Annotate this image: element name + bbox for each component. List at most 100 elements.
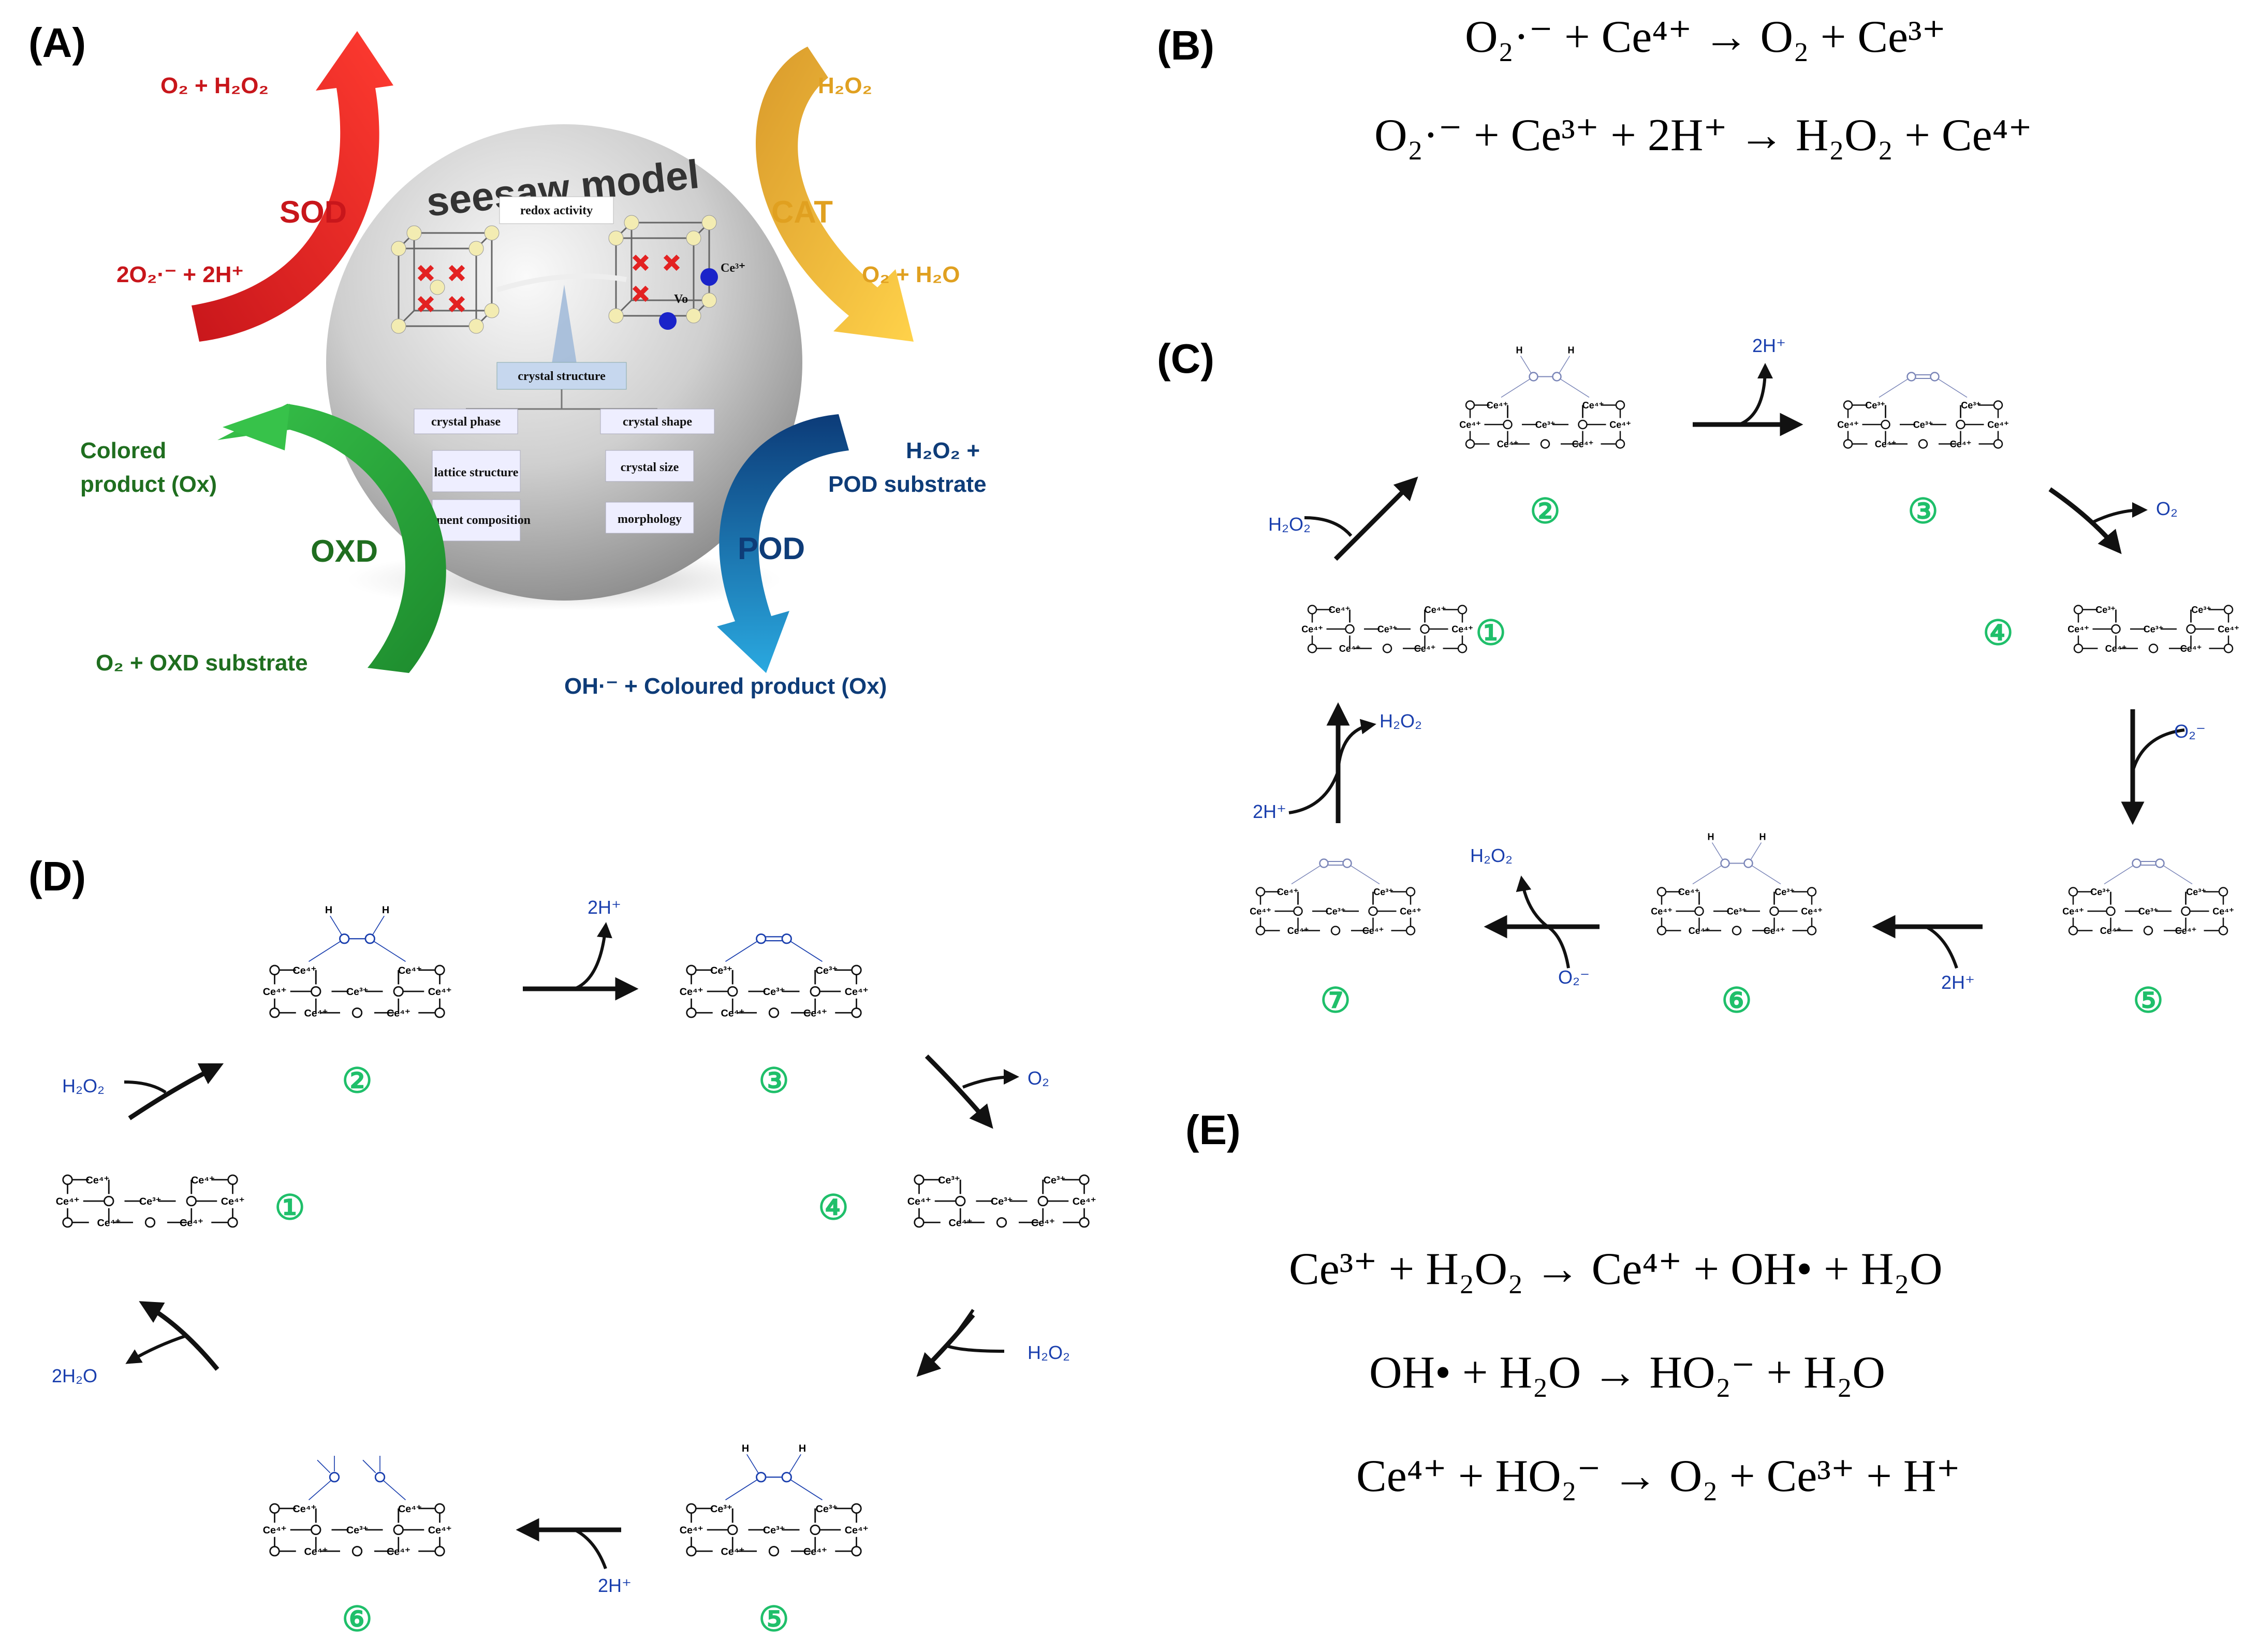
ce-atom: Ce³⁺ [938,1175,960,1186]
ce-atom: Ce⁴⁺ [1031,1217,1055,1229]
o-atom [727,986,738,997]
box-crystal-size [605,450,694,482]
ce-atom: Ce⁴⁺ [1459,420,1480,430]
ce-atom: Ce³⁺ [2090,887,2110,897]
o-atom [1615,400,1625,410]
o-adsorbate [1720,858,1730,868]
ce-atom: Ce⁴⁺ [387,1007,410,1019]
ce-atom: Ce⁴⁺ [1301,624,1323,635]
ce-atom: Ce⁴⁺ [803,1546,827,1557]
o-atom [434,1503,445,1514]
o-atom [1918,439,1928,449]
c-lattice-4: Ce³⁺Ce³⁺Ce⁴⁺Ce⁴⁺Ce³⁺Ce⁴⁺Ce⁴⁺ [2067,605,2239,654]
ce-atom: Ce³⁺ [1865,400,1885,411]
o-atom [686,1503,697,1514]
ce-atom: Ce⁴⁺ [2062,907,2084,917]
o-atom [1330,926,1341,935]
h-atom: H [742,1443,749,1454]
oxd-arrow [217,404,446,673]
o-atom [1293,906,1303,916]
d-step-5: ⑤ [758,1600,789,1638]
box-crystal-size-label: crystal size [621,461,679,474]
c-step-4: ④ [1983,613,2013,652]
ce-atom: Ce⁴⁺ [292,965,316,976]
ce-atom: Ce³⁺ [1373,887,1393,897]
o-atom [1368,906,1378,916]
o-atom [311,1524,321,1536]
ce-atom: Ce⁴⁺ [1609,420,1631,430]
o-adsorbate [1319,858,1329,868]
d-lattice-4: Ce³⁺Ce³⁺Ce⁴⁺Ce⁴⁺Ce³⁺Ce⁴⁺Ce⁴⁺ [907,1174,1096,1229]
o-atom [1405,887,1416,897]
d-h2-in: 2H⁺ [598,1575,632,1596]
box-lattice [432,450,521,492]
ce-atom-center: Ce³⁺ [2138,907,2159,917]
ce-atom: Ce⁴⁺ [1764,926,1785,936]
h-atom: H [1708,832,1714,842]
d-arrow-6-1 [139,1301,219,1371]
o-atom [1405,926,1416,935]
o-atom [1079,1174,1090,1185]
pod-label: POD [738,531,805,566]
ce-atom: Ce⁴⁺ [1250,907,1271,917]
ce-atom-center: Ce³⁺ [346,1525,368,1536]
d-h2-out: 2H⁺ [588,897,621,918]
ce-atom: Ce³⁺ [816,1503,838,1515]
o-atom [1465,400,1475,410]
c-h2o2-in: H₂O₂ [1268,514,1311,535]
o-atom [2186,624,2196,634]
c-h2-out: 2H⁺ [1752,335,1786,356]
h-atom: H [1516,345,1523,356]
ce-atom: Ce⁴⁺ [1987,420,2008,430]
ce-atom: Ce³⁺ [1044,1175,1065,1186]
o-atom [1079,1217,1090,1228]
o-adsorbate [2132,858,2141,868]
ce-atom: Ce⁴⁺ [97,1217,121,1229]
d-arrow-3-4 [925,1054,993,1129]
d-lattice-6: Ce⁴⁺Ce⁴⁺Ce⁴⁺Ce⁴⁺Ce³⁺Ce⁴⁺Ce⁴⁺ [263,1455,452,1557]
ce-atom: Ce⁴⁺ [428,986,452,998]
o-atom [2068,887,2078,897]
box-crystal-shape [600,408,715,434]
o-atom [851,1546,862,1557]
o-atom [1255,887,1266,897]
oxd-product-line1: Colored [80,438,166,463]
ce-atom-center: Ce³⁺ [1913,420,1933,430]
d-step-4: ④ [818,1188,848,1226]
ce-atom: Ce⁴⁺ [292,1503,316,1515]
panel-label-a: (A) [28,20,86,66]
c-h2-in2: 2H⁺ [1253,801,1286,822]
panel-label-e: (E) [1185,1107,1241,1153]
ce-atom: Ce⁴⁺ [1801,907,1822,917]
o-atom [1540,439,1550,449]
o-atom [2223,644,2234,653]
c-step-6: ⑥ [1721,981,1752,1019]
box-crystal-shape-label: crystal shape [623,415,692,429]
o-adsorbate [781,1472,792,1483]
lattice-right: Ce³⁺ Vo [608,215,745,330]
box-element [432,499,521,542]
ce-atom-center: Ce³⁺ [1727,907,1747,917]
ce-atom: Ce⁴⁺ [398,1503,422,1515]
o-atom [1255,926,1266,935]
d-h2o2-in: H₂O₂ [62,1075,105,1097]
molecule-structures: Ce⁴⁺Ce⁴⁺Ce⁴⁺Ce⁴⁺Ce³⁺Ce⁴⁺Ce⁴⁺①Ce⁴⁺Ce⁴⁺Ce⁴… [56,345,2239,1639]
o-adsorbate [1906,372,1916,382]
o-adsorbate [1342,858,1352,868]
o-atom [393,986,404,997]
ce-atom-center: Ce³⁺ [1377,624,1398,635]
d-lattice-3: Ce³⁺Ce³⁺Ce⁴⁺Ce⁴⁺Ce³⁺Ce⁴⁺Ce⁴⁺ [680,933,868,1019]
ce-atom: Ce⁴⁺ [721,1546,744,1557]
o-atom [1843,439,1853,449]
ce-atom: Ce⁴⁺ [428,1525,452,1536]
pod-arrow [717,414,849,673]
sod-substrate: 2O₂·⁻ + 2H⁺ [116,262,244,287]
o-atom [1807,887,1817,897]
ce-atom: Ce⁴⁺ [1651,907,1672,917]
ce-atom: Ce⁴⁺ [2175,926,2196,936]
ce-atom: Ce⁴⁺ [1073,1196,1096,1207]
box-crystal-structure [496,362,627,390]
o-atom [269,1546,280,1557]
